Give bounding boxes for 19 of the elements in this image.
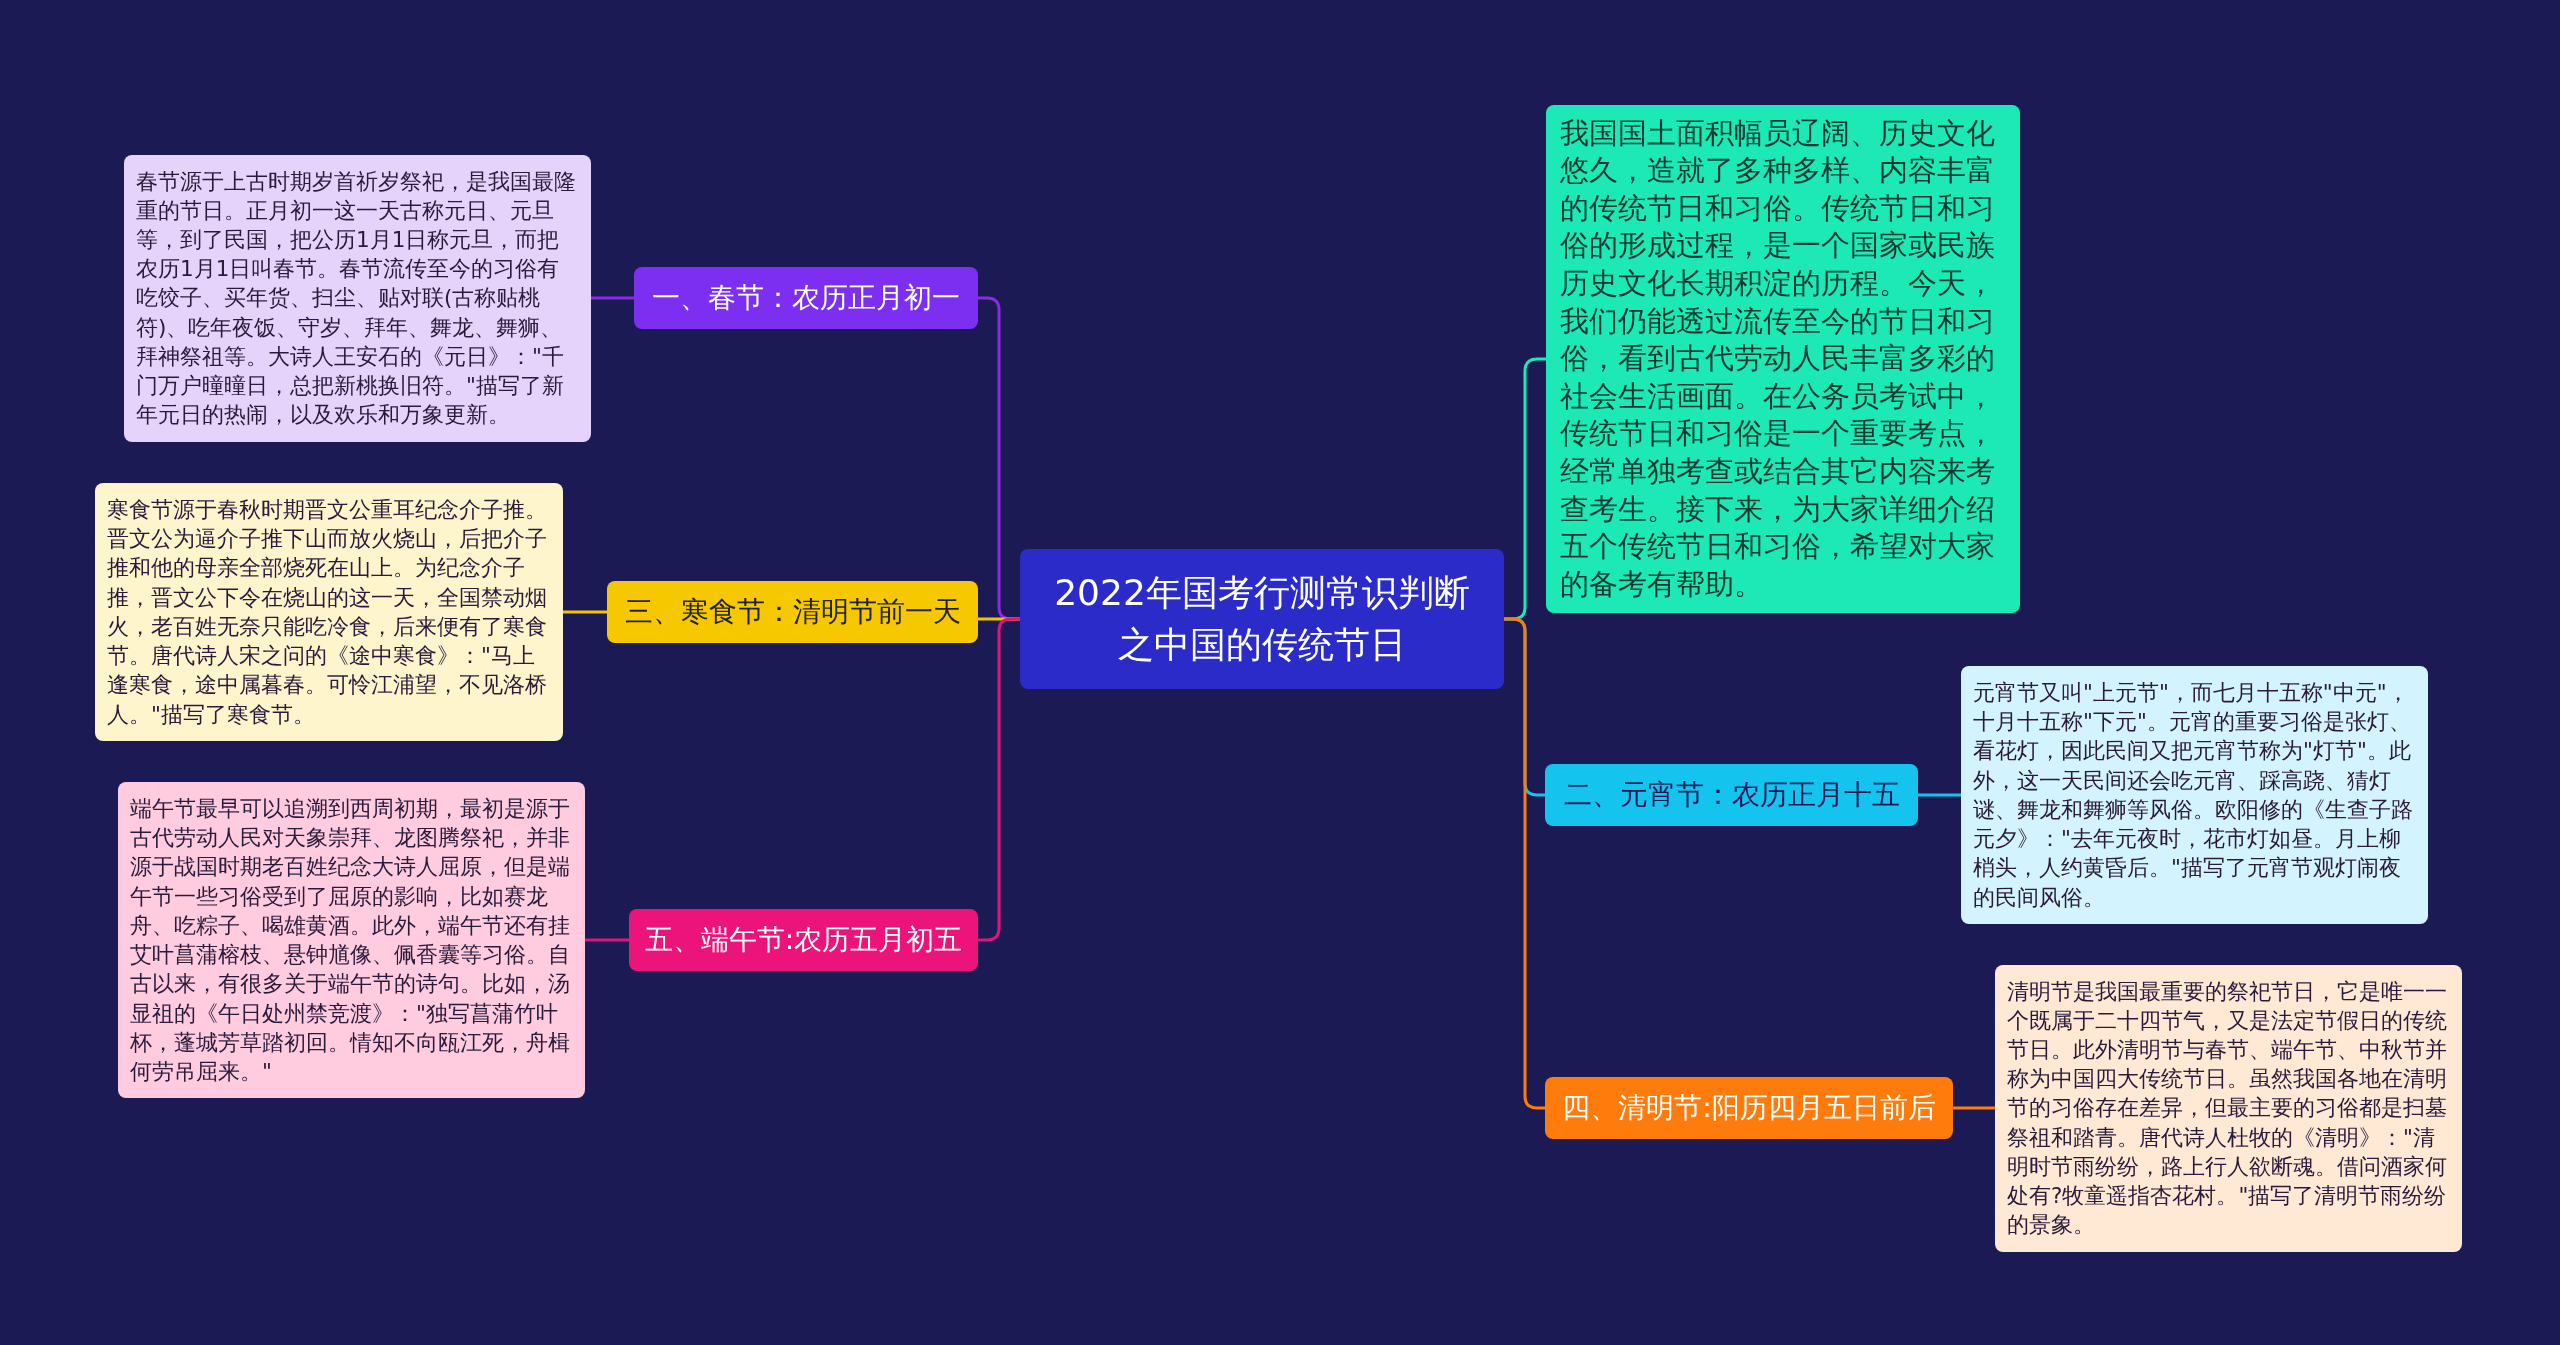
note-box: 元宵节又叫"上元节"，而七月十五称"中元"，十月十五称"下元"。元宵的重要习俗是张灯、看花灯，因此民间又把元宵节称为"灯节"。此外，这一天民间还会吃元宵、踩高跷、猜灯谜、舞龙和舞狮等风俗。欧阳修的《生查子路元夕》："去年元夜时，花市灯如昼。月上柳梢头，人约黄昏后。"描写了元宵节观灯闹夜的民间风俗。 bbox=[1961, 666, 2428, 924]
topic-box: 三、寒食节：清明节前一天 bbox=[607, 581, 978, 644]
note-box: 端午节最早可以追溯到西周初期，最初是源于古代劳动人民对天象崇拜、龙图腾祭祀，并非源于战国时期老百姓纪念大诗人屈原，但是端午节一些习俗受到了屈原的影响，比如赛龙舟、吃粽子、喝雄黄酒。此外，端午节还有挂艾叶菖蒲榕枝、悬钟馗像、佩香囊等习俗。自古以来，有很多关于端午节的诗句。比如，汤显祖的《午日处州禁竞渡》："独写菖蒲竹叶杯，蓬城芳草踏初回。情知不向瓯江死，舟楫何劳吊屈来。" bbox=[118, 782, 585, 1099]
connector-line bbox=[1918, 793, 1961, 797]
topic-box: 四、清明节:阳历四月五日前后 bbox=[1545, 1077, 1953, 1140]
topic-box: 五、端午节:农历五月初五 bbox=[629, 909, 978, 972]
connector-line bbox=[978, 617, 1020, 942]
connector-line bbox=[591, 296, 634, 300]
note-box: 清明节是我国最重要的祭祀节日，它是唯一一个既属于二十四节气，又是法定节假日的传统节日。此外清明节与春节、端午节、中秋节并称为中国四大传统节日。虽然我国各地在清明节的习俗存在差异，但最主要的习俗都是扫墓祭祖和踏青。唐代诗人杜牧的《清明》："清明时节雨纷纷，路上行人欲断魂。借问酒家何处有?牧童遥指杏花村。"描写了清明节雨纷纷的景象。 bbox=[1995, 964, 2462, 1252]
connector-line bbox=[1953, 1106, 1995, 1110]
topic-box: 二、元宵节：农历正月十五 bbox=[1545, 764, 1918, 827]
connector-line bbox=[1504, 617, 1545, 1110]
note-box: 春节源于上古时期岁首祈岁祭祀，是我国最隆重的节日。正月初一这一天古称元日、元旦等，到了民国，把公历1月1日称元旦，而把农历1月1日叫春节。春节流传至今的习俗有吃饺子、买年货、扫尘、贴对联(古称贴桃符)、吃年夜饭、守岁、拜年、舞龙、舞狮、拜神祭祖等。大诗人王安石的《元日》："千门万户曈曈日，总把新桃换旧符。"描写了新年元日的热闹，以及欢乐和万象更新。 bbox=[124, 154, 591, 442]
central-topic-box: 2022年国考行测常识判断之中国的传统节日 bbox=[1020, 549, 1504, 690]
connector-line bbox=[585, 938, 629, 942]
intro-box: 我国国土面积幅员辽阔、历史文化悠久，造就了多种多样、内容丰富的传统节日和习俗。传统节日和习俗的形成过程，是一个国家或民族历史文化长期积淀的历程。今天，我们仍能透过流传至今的节日和习俗，看到古代劳动人民丰富多彩的社会生活画面。在公务员考试中，传统节日和习俗是一个重要考点，经常单独考查或结合其它内容来考查考生。接下来，为大家详细介绍五个传统节日和习俗，希望对大家的备考有帮助。 bbox=[1546, 104, 2020, 614]
note-box: 寒食节源于春秋时期晋文公重耳纪念介子推。晋文公为逼介子推下山而放火烧山，后把介子推和他的母亲全部烧死在山上。为纪念介子推，晋文公下令在烧山的这一天，全国禁动烟火，老百姓无奈只能吃冷食，后来便有了寒食节。唐代诗人宋之问的《途中寒食》："马上逢寒食，途中属暮春。可怜江浦望，不见洛桥人。"描写了寒食节。 bbox=[95, 483, 563, 741]
connector-line bbox=[563, 610, 607, 614]
topic-box: 一、春节：农历正月初一 bbox=[634, 267, 978, 330]
